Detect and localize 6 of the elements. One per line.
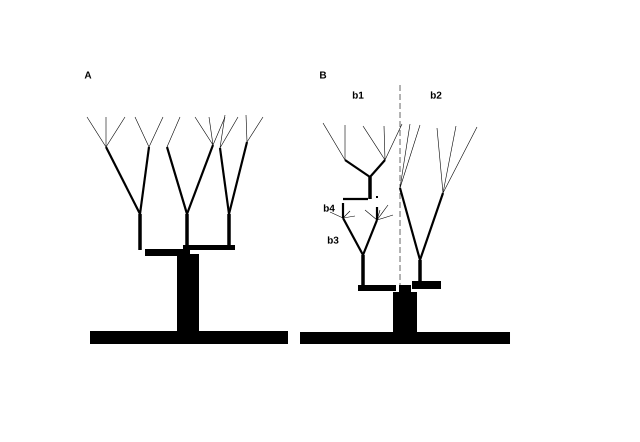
panel-label: A (84, 72, 92, 78)
panel-label: b3 (328, 236, 338, 244)
panel-label: B (320, 72, 326, 78)
panel-label: b2 (430, 91, 442, 99)
panel-label: b4 (324, 204, 335, 212)
panel-label: b1 (352, 91, 364, 99)
